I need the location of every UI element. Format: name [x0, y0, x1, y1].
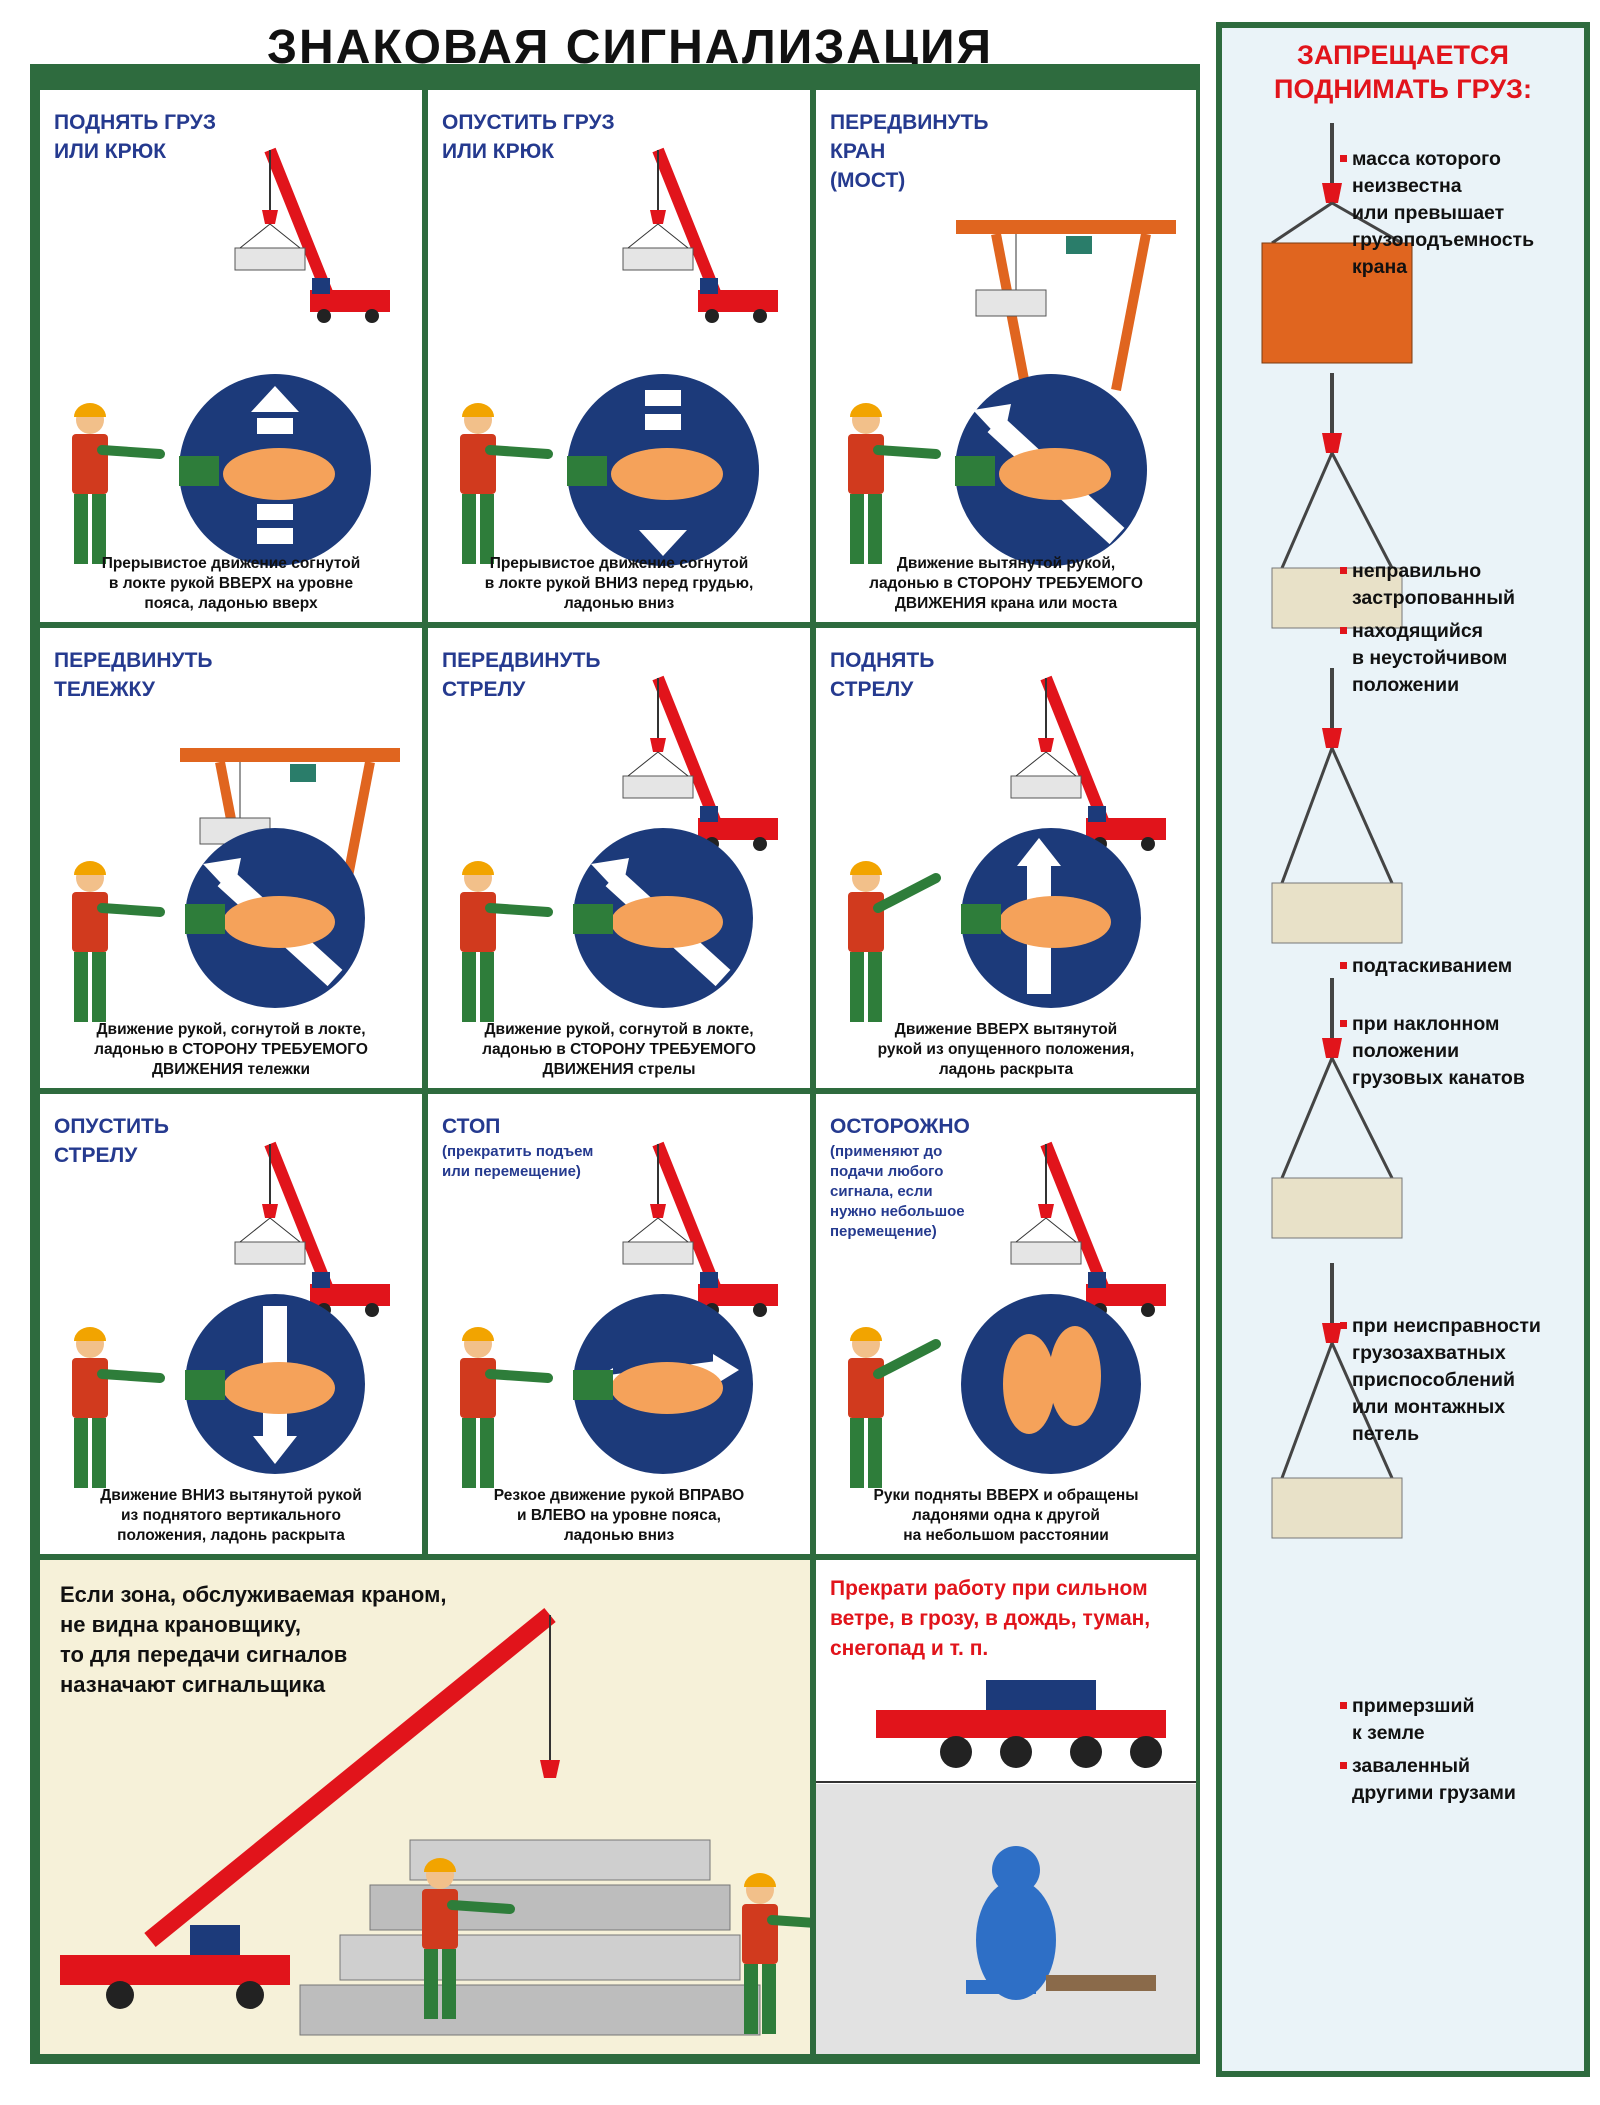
illustration-move-crane	[848, 220, 1176, 566]
signal-panel-lower-boom: ОПУСТИТЬ СТРЕЛУ Движение ВНИЗ вытянутой …	[40, 1094, 422, 1554]
signal-panel-raise-load: ПОДНЯТЬ ГРУЗ ИЛИ КРЮК Прерывистое движен…	[40, 90, 422, 622]
crane-icon	[234, 1141, 390, 1317]
crane-icon	[1010, 675, 1166, 851]
hand-arrow-up-dashed-icon	[179, 374, 371, 566]
illustration-move-boom	[460, 675, 778, 1022]
signaller-panel: Если зона, обслуживаемая краном, не видн…	[40, 1560, 810, 2054]
panel-caption: Движение рукой, согнутой в локте, ладонь…	[482, 1021, 756, 1078]
worker-icon	[848, 1327, 941, 1488]
panel-caption: Прерывистое движение согнутой в локте ру…	[101, 555, 361, 612]
crane-icon	[1010, 1141, 1166, 1317]
crane-icon	[234, 147, 390, 323]
prohibition-item: заваленный другими грузами	[1340, 1753, 1516, 1807]
worker-icon	[72, 403, 165, 564]
illustration-move-trolley	[72, 748, 400, 1022]
prohibition-item: находящийся в неустойчивом положении	[1339, 618, 1507, 699]
signal-panel-caution: ОСТОРОЖНО (применяют до подачи любого си…	[816, 1094, 1196, 1554]
panel-caption: Резкое движение рукой ВПРАВО и ВЛЕВО на …	[493, 1487, 745, 1544]
worker-icon	[742, 1873, 810, 2034]
prohibition-item: при наклонном положении грузовых канатов	[1340, 1011, 1525, 1092]
panel-title: СТОП	[442, 1115, 501, 1138]
prohibitions-illustrations	[1261, 123, 1413, 1539]
worker-icon	[460, 403, 553, 564]
prohibition-item: подтаскиванием	[1339, 953, 1512, 980]
hand-arrow-up-icon	[961, 828, 1141, 1008]
crane-icon	[622, 147, 778, 323]
prohibition-item: неправильно застропованный	[1340, 558, 1515, 612]
concrete-slabs-icon	[299, 1839, 761, 2036]
panel-subtitle: (применяют до подачи любого сигнала, есл…	[830, 1143, 965, 1240]
crane-icon	[60, 1608, 560, 2009]
sidebar-title: ЗАПРЕЩАЕТСЯ ПОДНИМАТЬ ГРУЗ:	[1274, 40, 1532, 104]
weather-panel: Прекрати работу при сильном ветре, в гро…	[816, 1560, 1196, 2054]
prohibition-item: примерзший к земле	[1340, 1693, 1475, 1747]
signaller-illustration	[60, 1608, 810, 2036]
illustration-raise-boom	[848, 675, 1166, 1022]
panel-caption: Движение ВВЕРХ вытянутой рукой из опущен…	[877, 1021, 1135, 1078]
hand-arrow-down-icon	[185, 1294, 365, 1474]
prohibitions-sidebar: ЗАПРЕЩАЕТСЯ ПОДНИМАТЬ ГРУЗ: масса которо…	[1216, 22, 1590, 2077]
panel-title: ОПУСТИТЬ СТРЕЛУ	[54, 1115, 169, 1167]
panel-caption: Движение вытянутой рукой, ладонью в СТОР…	[869, 555, 1143, 612]
signal-panel-move-trolley: ПЕРЕДВИНУТЬ ТЕЛЕЖКУ Движение рукой, согн…	[40, 628, 422, 1088]
worker-icon	[460, 861, 553, 1022]
illustration-lower-load	[460, 147, 778, 566]
two-hands-icon	[961, 1294, 1141, 1474]
signal-panel-stop: СТОП (прекратить подъем или перемещение)…	[428, 1094, 810, 1554]
illustration-lower-boom	[72, 1141, 390, 1488]
worker-icon	[72, 1327, 165, 1488]
signal-panel-move-crane: ПЕРЕДВИНУТЬ КРАН (МОСТ) Движение вытянут…	[816, 90, 1196, 622]
weather-illustration	[816, 1680, 1196, 2054]
hook-with-load-icon	[1261, 123, 1413, 364]
hook-with-load-icon	[1271, 1263, 1403, 1539]
worker-icon	[848, 861, 941, 1022]
gantry-crane-icon	[956, 220, 1176, 391]
worker-icon	[848, 403, 941, 564]
person-in-raincoat-icon	[966, 1846, 1156, 2000]
prohibition-item: при неисправности грузозахватных приспос…	[1340, 1313, 1541, 1448]
hook-with-load-icon	[1271, 668, 1403, 944]
hand-arrow-double-icon	[573, 1294, 753, 1474]
crane-icon	[622, 675, 778, 851]
panel-caption: Движение ВНИЗ вытянутой рукой из поднято…	[100, 1487, 362, 1544]
crane-icon	[622, 1141, 778, 1317]
worker-icon	[422, 1858, 515, 2019]
weather-warning: Прекрати работу при сильном ветре, в гро…	[830, 1577, 1151, 1660]
hook-with-load-icon	[1271, 978, 1403, 1239]
panel-title: ПОДНЯТЬ ГРУЗ ИЛИ КРЮК	[54, 111, 216, 163]
mobile-crane-icon	[876, 1680, 1166, 1768]
worker-icon	[72, 861, 165, 1022]
hook-with-load-icon	[1271, 373, 1403, 629]
panel-title: ОСТОРОЖНО	[830, 1115, 970, 1138]
panel-caption: Руки подняты ВВЕРХ и обращены ладонями о…	[873, 1487, 1139, 1544]
signaller-note: Если зона, обслуживаемая краном, не видн…	[60, 1582, 447, 1697]
illustration-caution	[848, 1141, 1166, 1488]
panel-title: ПЕРЕДВИНУТЬ СТРЕЛУ	[442, 649, 601, 701]
panel-title: ОПУСТИТЬ ГРУЗ ИЛИ КРЮК	[442, 111, 615, 163]
hand-arrow-down-dashed-icon	[567, 374, 759, 566]
signal-panel-move-boom: ПЕРЕДВИНУТЬ СТРЕЛУ Движение рукой, согну…	[428, 628, 810, 1088]
panel-subtitle: (прекратить подъем или перемещение)	[442, 1143, 594, 1180]
hand-arrow-diagonal-icon	[955, 374, 1147, 566]
hand-arrow-diagonal-icon	[573, 828, 753, 1008]
signal-panel-lower-load: ОПУСТИТЬ ГРУЗ ИЛИ КРЮК Прерывистое движе…	[428, 90, 810, 622]
illustration-raise-load	[72, 147, 390, 566]
illustration-stop	[460, 1141, 778, 1488]
worker-icon	[460, 1327, 553, 1488]
panel-caption: Движение рукой, согнутой в локте, ладонь…	[94, 1021, 368, 1078]
hand-arrow-diagonal-icon	[185, 828, 365, 1008]
panel-title: ПОДНЯТЬ СТРЕЛУ	[830, 649, 935, 701]
panel-title: ПЕРЕДВИНУТЬ ТЕЛЕЖКУ	[54, 649, 213, 701]
signal-panel-raise-boom: ПОДНЯТЬ СТРЕЛУ Движение ВВЕРХ вытянутой …	[816, 628, 1196, 1088]
prohibition-item: масса которого неизвестна или превышает …	[1339, 146, 1534, 281]
panel-title: ПЕРЕДВИНУТЬ КРАН (МОСТ)	[830, 111, 989, 192]
panel-caption: Прерывистое движение согнутой в локте ру…	[484, 555, 754, 612]
